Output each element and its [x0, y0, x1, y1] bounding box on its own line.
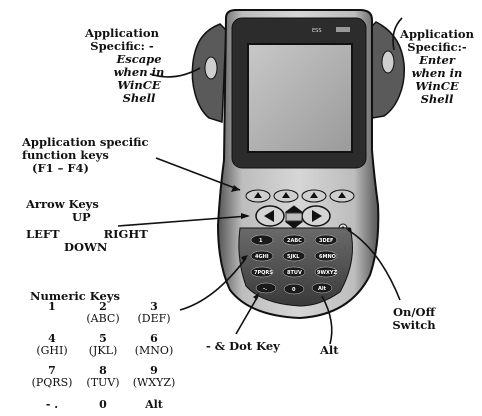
arrow-up-key	[284, 205, 304, 213]
keypad-key-label: 8TUV	[287, 270, 302, 276]
top-bezel-text: ESS	[312, 28, 322, 34]
keypad-key-label: 1	[259, 238, 263, 244]
key-2	[282, 234, 306, 246]
alt-leader	[321, 295, 333, 345]
leader-lines	[117, 17, 403, 345]
fkeys-leader	[155, 157, 241, 191]
leader-arrowheads	[231, 185, 352, 300]
device-screen	[247, 43, 353, 153]
keypad-key-label: 7PQRS	[254, 270, 273, 276]
function-keys-annotation: Application specific function keys (F1 –…	[22, 135, 149, 175]
key-alt	[311, 282, 333, 294]
key-0	[283, 283, 305, 295]
alt-annotation: Alt	[320, 343, 339, 357]
status-indicator	[336, 27, 350, 32]
numeric-keypad: 1 2ABC 3DEF 4GHI 5JKL 6MNO 7PQRS 8TUV 9W…	[250, 234, 338, 295]
keypad-key-label: -.	[263, 286, 267, 292]
key-dot	[255, 282, 277, 294]
arrow-keys-cluster	[255, 205, 331, 229]
keypad-key-label: 2ABC	[287, 238, 302, 244]
keypad-key-label: 6MNO	[319, 254, 336, 260]
escape-side-button	[204, 56, 218, 80]
numeric-keys-legend: 1 2(ABC) 3(DEF) 4(GHI) 5(JKL) 6(MNO) 7(P…	[31, 300, 176, 411]
keypad-key-label: 4GHI	[255, 254, 269, 260]
onoff-annotation: On/Off Switch	[392, 305, 436, 332]
keypad-key-label: Alt	[318, 286, 327, 292]
key-6	[314, 250, 338, 262]
numeric-leader	[179, 257, 247, 311]
keypad-key-label: 5JKL	[287, 254, 300, 260]
numeric-keys-title: Numeric Keys	[30, 289, 121, 303]
keypad-key-label: 0	[292, 287, 296, 293]
key-8	[282, 266, 306, 278]
escape-annotation: Application Specific: - Escape when in W…	[85, 26, 165, 105]
key-7	[250, 266, 274, 278]
arrow-keys-annotation: Arrow Keys UP LEFT RIGHT DOWN	[26, 197, 148, 254]
key-9	[314, 266, 338, 278]
onoff-leader	[347, 229, 401, 301]
function-keys-row	[245, 189, 355, 203]
key-5	[282, 250, 306, 262]
key-1	[250, 234, 274, 246]
arrow-down-key	[284, 221, 304, 229]
enter-leader	[392, 17, 403, 51]
dot-key-leader	[235, 295, 259, 335]
key-4	[250, 250, 274, 262]
key-3	[314, 234, 338, 246]
enter-side-button	[381, 50, 395, 74]
keypad-key-label: 9WXYZ	[317, 270, 337, 276]
enter-annotation: Application Specific:- Enter when in Win…	[400, 27, 474, 106]
keypad-key-label: 3DEF	[319, 238, 333, 244]
arrow-leader	[117, 215, 249, 227]
dot-key-annotation: - & Dot Key	[206, 339, 280, 353]
escape-leader	[149, 67, 201, 78]
